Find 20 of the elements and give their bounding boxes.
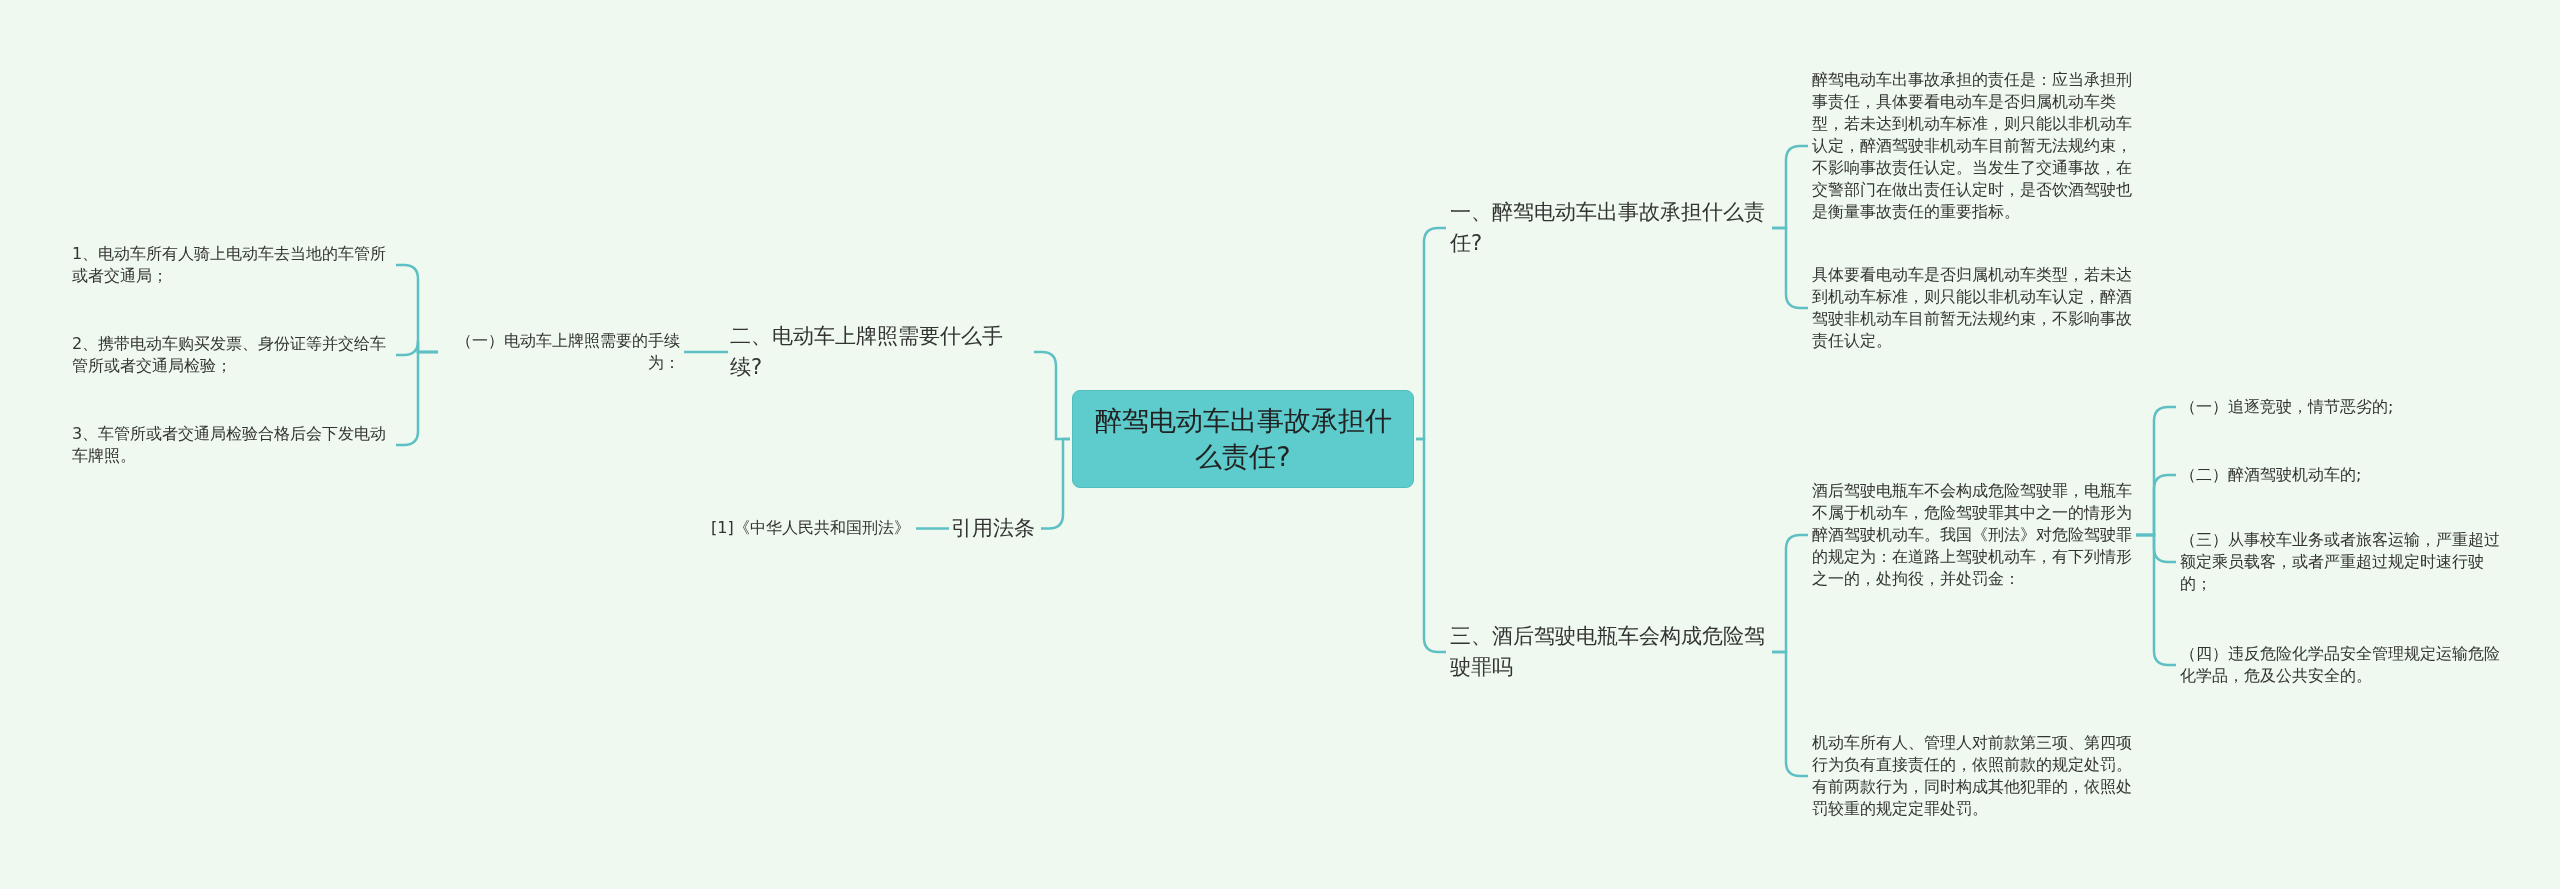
note-text: 具体要看电动车是否归属机动车类型，若未达到机动车标准，则只能以非机动车认定，醉酒驾驶非机动车目前暂无法规约束，不影响事故责任认定。 [1812, 264, 2134, 352]
note-text: 醉驾电动车出事故承担的责任是：应当承担刑事责任，具体要看电动车是否归属机动车类型，若未达到机动车标准，则只能以非机动车认定，醉酒驾驶非机动车目前暂无法规约束，不影响事故责任认定。当发生了交通事故，在交警部门在做出责任认定时，是否饮酒驾驶也是衡量事故责任的重要指标。 [1812, 69, 2134, 223]
central-topic-box: 醉驾电动车出事故承担什么责任? [1072, 390, 1414, 488]
note-text: （三）从事校车业务或者旅客运输，严重超过额定乘员载客，或者严重超过规定时速行驶的； [2180, 529, 2510, 595]
topic-text: 引用法条 [951, 512, 1037, 544]
connector-line [916, 527, 949, 530]
topic-text: 一、醉驾电动车出事故承担什么责任? [1450, 197, 1770, 259]
note-text: （一）追逐竞驶，情节恶劣的; [2180, 396, 2396, 418]
note-text: （四）违反危险化学品安全管理规定运输危险化学品，危及公共安全的。 [2180, 643, 2510, 687]
note-text: [1]《中华人民共和国刑法》 [711, 517, 912, 539]
note-text: 2、携带电动车购买发票、身份证等并交给车管所或者交通局检验； [72, 333, 392, 377]
note-text: 酒后驾驶电瓶车不会构成危险驾驶罪，电瓶车不属于机动车，危险驾驶罪其中之一的情形为醉酒驾驶机动车。我国《刑法》对危险驾驶罪的规定为：在道路上驾驶机动车，有下列情形之一的，处拘役，并处罚金： [1812, 480, 2134, 590]
note-text: 3、车管所或者交通局检验合格后会下发电动车牌照。 [72, 423, 392, 467]
note-text: （二）醉酒驾驶机动车的; [2180, 464, 2364, 486]
topic-text: 三、酒后驾驶电瓶车会构成危险驾驶罪吗 [1450, 621, 1770, 683]
note-text: （一）电动车上牌照需要的手续为： [440, 330, 680, 374]
topic-text: 二、电动车上牌照需要什么手续? [730, 321, 1030, 383]
connector-line [684, 350, 728, 354]
note-text: 1、电动车所有人骑上电动车去当地的车管所或者交通局； [72, 243, 392, 287]
note-text: 机动车所有人、管理人对前款第三项、第四项行为负有直接责任的，依照前款的规定处罚。有前两款行为，同时构成其他犯罪的，依照处罚较重的规定定罪处罚。 [1812, 732, 2134, 820]
